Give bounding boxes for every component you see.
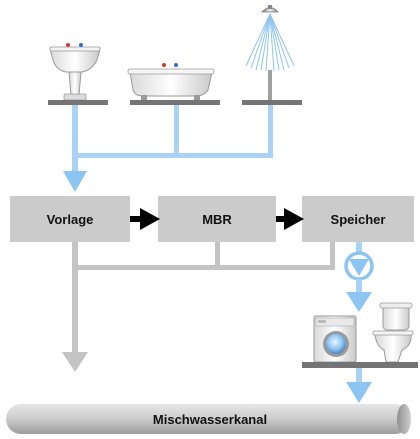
- toilet-icon: [372, 302, 414, 363]
- shower-icon: [245, 5, 295, 100]
- inflow-arrow: [63, 171, 87, 192]
- washing-machine-icon: [313, 315, 357, 363]
- process-arrow-vorlage-mbr: [130, 208, 160, 230]
- bathtub-icon: [127, 63, 215, 101]
- reuse-shelf: [302, 362, 418, 368]
- overflow-pipes: [72, 242, 335, 352]
- pump-supply-pipe: [356, 279, 362, 293]
- sink-shelf: [48, 100, 108, 105]
- speicher-label: Speicher: [331, 212, 386, 227]
- mischwasserkanal-pipe: Mischwasserkanal: [6, 404, 411, 434]
- pump-icon: [344, 242, 374, 281]
- speicher-box: Speicher: [302, 196, 414, 242]
- vorlage-label: Vorlage: [47, 212, 94, 227]
- process-arrow-mbr-speicher: [276, 208, 304, 230]
- drain-arrow: [62, 352, 88, 372]
- mbr-label: MBR: [202, 212, 232, 227]
- sink-icon: [49, 43, 101, 101]
- vorlage-box: Vorlage: [10, 196, 130, 242]
- mischwasserkanal-label: Mischwasserkanal: [153, 412, 267, 427]
- reuse-drain-arrow: [346, 382, 372, 403]
- bathtub-shelf: [130, 100, 220, 105]
- greywater-collection-pipes: [72, 105, 273, 171]
- reuse-drain-pipe: [356, 368, 362, 384]
- supply-arrow: [346, 292, 372, 312]
- mbr-box: MBR: [158, 196, 276, 242]
- shower-shelf: [242, 100, 302, 105]
